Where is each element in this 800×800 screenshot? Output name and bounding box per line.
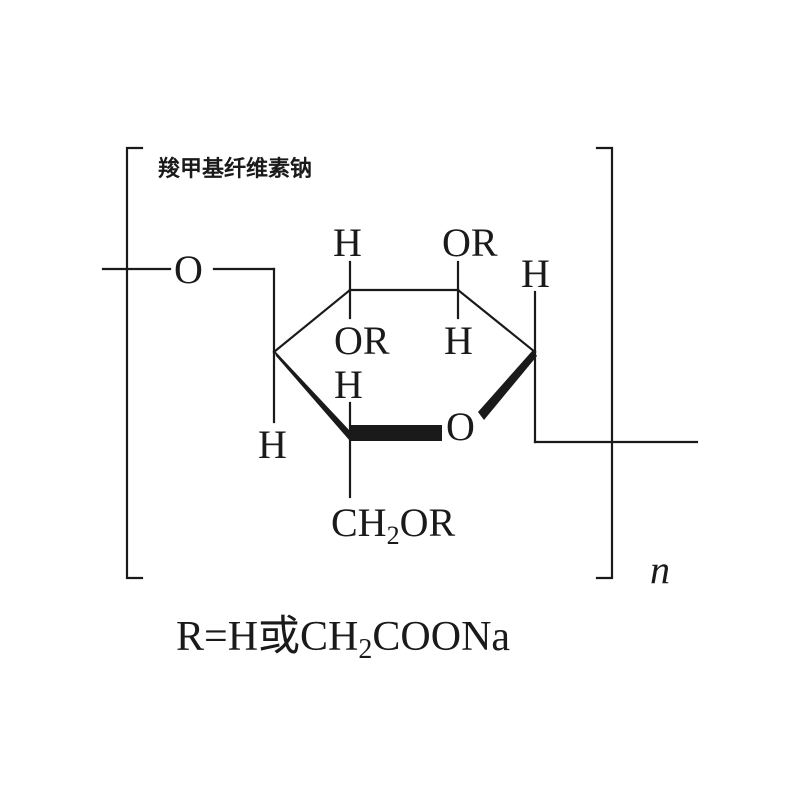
footnote-r-definition: R=H或CH2COONa: [176, 614, 510, 665]
label-ch2or-tail: OR: [400, 500, 456, 545]
footnote-sub: 2: [358, 634, 372, 665]
label-or-c3-inner: OR: [334, 318, 390, 363]
wedge-c4-c5: [274, 350, 350, 441]
bond-ring-c4-c3: [272, 288, 352, 354]
label-ch2or: CH2OR: [331, 500, 455, 550]
wedge-c5-o: [350, 425, 442, 441]
left-bracket: [125, 146, 144, 580]
diagram-caption: 羧甲基纤维素钠: [158, 156, 312, 182]
label-h-c1-top: H: [521, 251, 550, 296]
footnote-suffix: COONa: [372, 614, 510, 660]
label-h-c3-top: H: [333, 220, 362, 265]
label-h-c2-inner: H: [444, 318, 473, 363]
bond-ring-c2-c1: [456, 288, 537, 354]
footnote-prefix: R=H或CH: [176, 614, 358, 660]
label-ch2or-main: CH: [331, 500, 387, 545]
repeat-symbol-n: n: [650, 547, 670, 592]
label-h-c5-inner: H: [334, 362, 363, 407]
label-o-ring: O: [446, 404, 475, 449]
wedge-o-c1: [478, 350, 537, 420]
right-bracket: [595, 146, 614, 580]
label-o-link: O: [174, 247, 203, 292]
label-ch2or-sub: 2: [387, 521, 400, 550]
label-h-c4-bottom: H: [258, 422, 287, 467]
label-or-c2-top: OR: [442, 220, 498, 265]
